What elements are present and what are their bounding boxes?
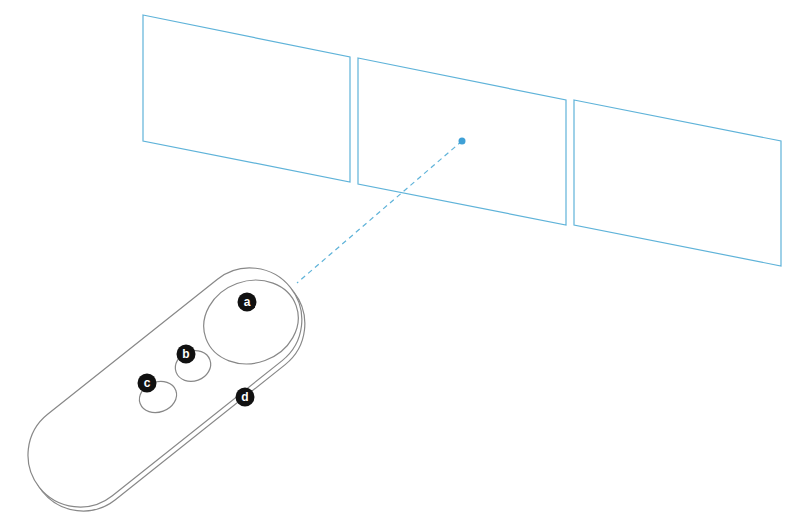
callout-circle — [238, 293, 257, 312]
screen-panel — [358, 58, 566, 225]
controller-body — [7, 247, 323, 528]
callout-letter: c — [138, 374, 156, 392]
callout-circle — [177, 345, 196, 364]
callout-letter: a — [238, 293, 256, 311]
controller — [7, 247, 326, 532]
callout-circles — [138, 293, 257, 407]
screen-panel — [143, 15, 350, 182]
screen-panel — [574, 100, 781, 266]
callout-circle — [138, 374, 157, 393]
callout-letter: b — [177, 345, 195, 363]
pointer-ray — [297, 141, 462, 283]
callout-circle — [236, 388, 255, 407]
callout-letter: d — [236, 388, 254, 406]
panels — [143, 15, 781, 266]
pointer-dot — [459, 138, 466, 145]
